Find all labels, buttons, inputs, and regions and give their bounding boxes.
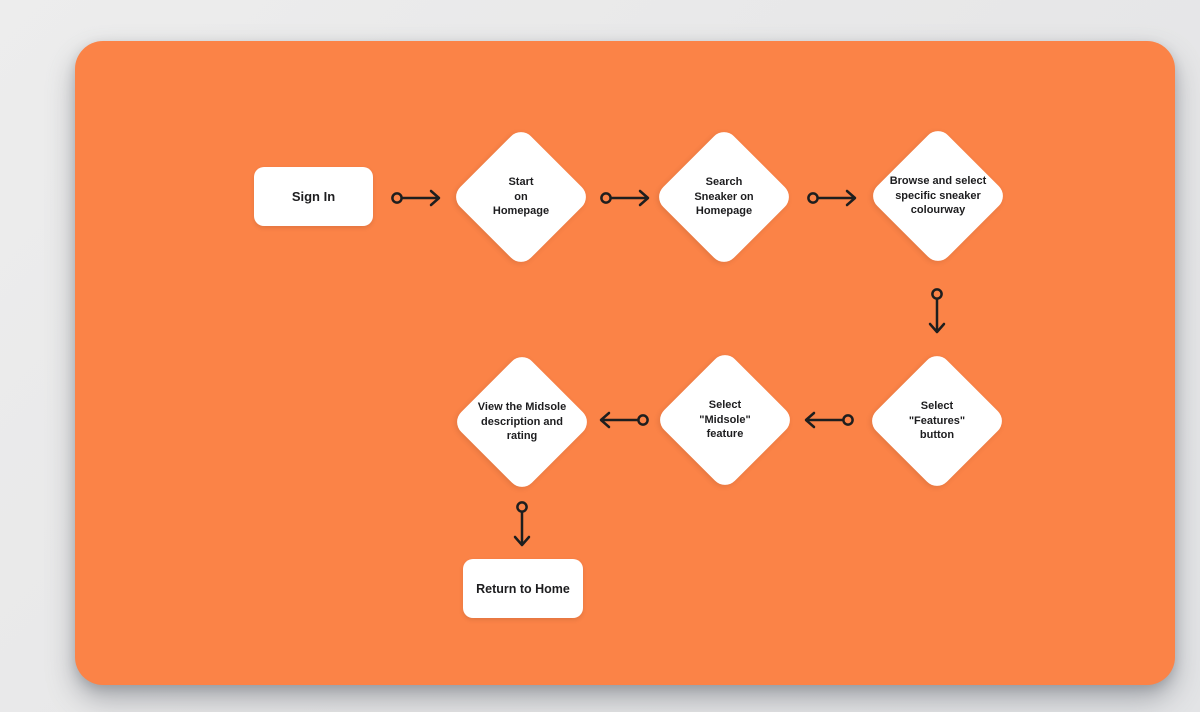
connector-start-dot: [600, 192, 612, 204]
flow-node-select-midsole[interactable]: Select "Midsole" feature: [654, 349, 796, 491]
connector-features-to-midsole[interactable]: [803, 409, 855, 431]
connector-start-dot: [637, 414, 649, 426]
connector-start-dot: [931, 288, 943, 300]
connector-arrowhead: [638, 189, 650, 207]
flow-node-sign-in[interactable]: Sign In: [254, 167, 373, 226]
flow-node-label: Sign In: [291, 189, 336, 204]
connector-start-dot: [842, 414, 854, 426]
connector-sign-in-to-start[interactable]: [390, 187, 442, 209]
connector-arrowhead: [513, 535, 531, 547]
connector-start-dot: [516, 501, 528, 513]
connector-arrowhead: [599, 411, 611, 429]
flow-node-label: Return to Home: [476, 581, 570, 596]
connector-view-to-return[interactable]: [511, 500, 533, 548]
connector-start-dot: [807, 192, 819, 204]
flow-node-start-on-homepage[interactable]: Start on Homepage: [450, 126, 592, 268]
connector-start-to-search[interactable]: [599, 187, 651, 209]
connector-arrowhead: [928, 322, 946, 334]
whiteboard-canvas[interactable]: Sign In Start on Homepage Search Sneaker…: [75, 41, 1175, 685]
flow-node-label: Search Sneaker on Homepage: [694, 176, 754, 218]
connector-browse-to-features[interactable]: [926, 287, 948, 335]
flow-node-label: View the Midsole description and rating: [477, 401, 567, 443]
flow-node-label: Start on Homepage: [492, 176, 550, 218]
connector-arrowhead: [845, 189, 857, 207]
connector-start-dot: [391, 192, 403, 204]
connector-midsole-to-view[interactable]: [598, 409, 650, 431]
flow-node-browse-select-colourway[interactable]: Browse and select specific sneaker colou…: [867, 125, 1009, 267]
connector-arrowhead: [429, 189, 441, 207]
flow-node-view-midsole-description[interactable]: View the Midsole description and rating: [451, 351, 593, 493]
flow-node-select-features[interactable]: Select "Features" button: [866, 350, 1008, 492]
flow-node-return-to-home[interactable]: Return to Home: [463, 559, 583, 618]
flow-node-label: Browse and select specific sneaker colou…: [889, 175, 987, 217]
flow-node-search-sneaker[interactable]: Search Sneaker on Homepage: [653, 126, 795, 268]
flow-node-label: Select "Features" button: [908, 400, 966, 442]
connector-arrowhead: [804, 411, 816, 429]
connector-search-to-browse[interactable]: [806, 187, 858, 209]
flow-node-label: Select "Midsole" feature: [699, 399, 751, 441]
